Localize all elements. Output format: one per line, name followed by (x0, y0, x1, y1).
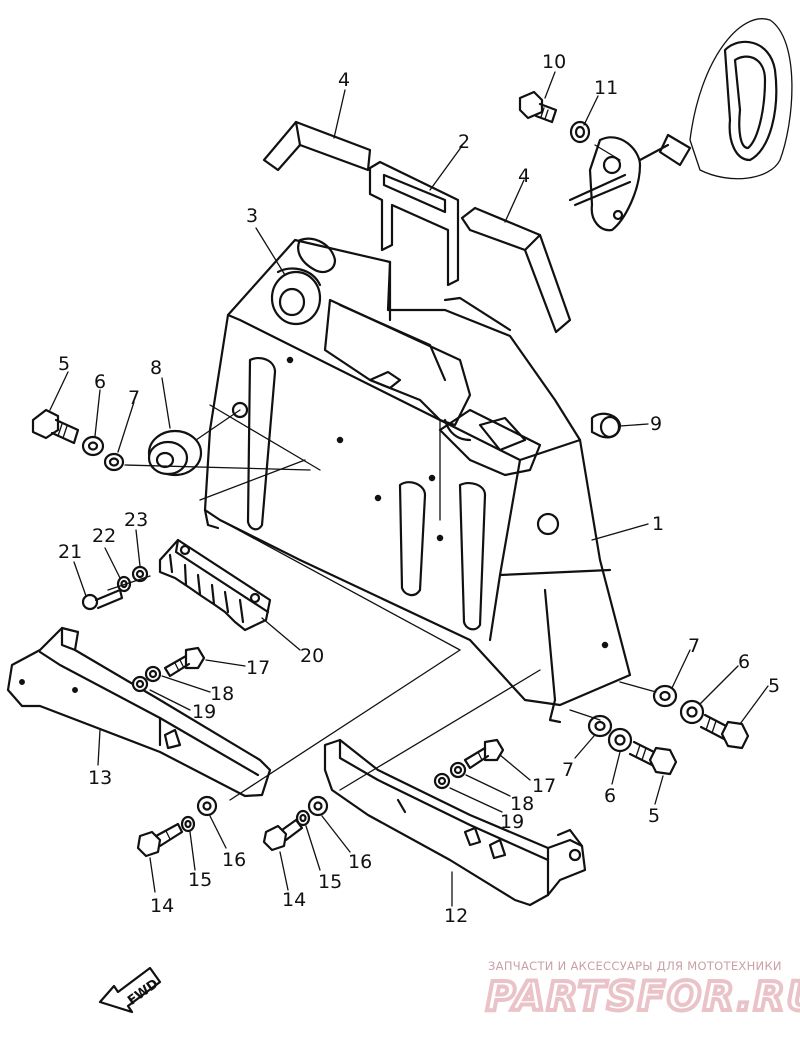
callout-22: 22 (92, 525, 116, 547)
stopper-9 (590, 412, 622, 439)
callout-13: 13 (88, 767, 112, 789)
callout-5-upper-right: 5 (768, 675, 780, 697)
callout-labels: 1 2 3 4 4 5 5 5 6 6 6 7 7 7 8 9 10 11 12… (58, 51, 780, 927)
right-axis-line-lower (569, 709, 601, 721)
callout-19-left: 19 (192, 701, 216, 723)
callout-7-lower-right: 7 (562, 759, 574, 781)
washer-7-left (103, 452, 125, 472)
callout-12: 12 (444, 905, 468, 927)
callout-1: 1 (652, 513, 664, 535)
callout-7-upper-right: 7 (688, 635, 700, 657)
callout-18-left: 18 (210, 683, 234, 705)
washer-16-right (307, 795, 329, 817)
callout-16-left: 16 (222, 849, 246, 871)
watermark-caption: ЗАПЧАСТИ И АКСЕССУАРЫ ДЛЯ МОТОТЕХНИКИ (488, 959, 782, 973)
fwd-arrow: FWD (98, 966, 162, 1014)
callout-5-lower-right: 5 (648, 805, 660, 827)
callout-14-right: 14 (282, 889, 306, 911)
callout-7-left: 7 (128, 387, 140, 409)
callout-17-left: 17 (246, 657, 270, 679)
callout-15-left: 15 (188, 869, 212, 891)
callout-6-left: 6 (94, 371, 106, 393)
washer-16-left (196, 795, 218, 817)
callout-6-lower-right: 6 (604, 785, 616, 807)
bolt-10 (518, 90, 558, 124)
callout-15-right: 15 (318, 871, 342, 893)
callout-18-right: 18 (510, 793, 534, 815)
clamp-rail-12 (323, 738, 587, 907)
washer-15-right (295, 809, 311, 827)
screw-21 (81, 588, 124, 611)
tiller-handle (568, 18, 793, 232)
right-axis-line-upper (619, 681, 657, 693)
washer-6-left (81, 435, 105, 457)
washer-11 (569, 120, 591, 144)
callout-3: 3 (246, 205, 258, 227)
washer-15-left (180, 815, 196, 833)
callout-4-top: 4 (338, 69, 350, 91)
bolt-14-right (262, 818, 304, 852)
callout-19-right: 19 (500, 811, 524, 833)
callout-23: 23 (124, 509, 148, 531)
callout-10: 10 (542, 51, 566, 73)
callout-14-left: 14 (150, 895, 174, 917)
bolt-14-left (136, 822, 184, 858)
callout-9: 9 (650, 413, 662, 435)
callout-20: 20 (300, 645, 324, 667)
washer-19-left (131, 675, 149, 693)
washer-18-left (144, 665, 162, 683)
bracket-plate-2 (368, 160, 460, 287)
callout-11: 11 (594, 77, 618, 99)
bolt-5-lower-right (628, 740, 678, 776)
bracket-20 (158, 538, 272, 632)
washer-7-upper-right (652, 684, 678, 708)
pad-4-right (460, 206, 572, 334)
bolt-17-right (463, 738, 505, 770)
watermark: ЗАПЧАСТИ И АКСЕССУАРЫ ДЛЯ МОТОТЕХНИКИ PA… (484, 959, 800, 1022)
pad-4-top (262, 120, 372, 172)
washer-6-upper-right (679, 699, 705, 725)
assembly-guide-lines (107, 404, 541, 801)
washer-19-right (433, 772, 451, 790)
bolt-5-left (31, 408, 80, 445)
washer-18-right (449, 761, 467, 779)
callout-6-upper-right: 6 (738, 651, 750, 673)
bolt-17-left (163, 646, 206, 678)
callout-21: 21 (58, 541, 82, 563)
callout-16-right: 16 (348, 851, 372, 873)
friction-ring-3 (270, 267, 322, 326)
washer-7-lower-right (587, 714, 613, 738)
clamp-rail-13 (6, 626, 272, 798)
callout-2: 2 (458, 131, 470, 153)
swivel-bracket-1 (203, 237, 632, 724)
callout-17-right: 17 (532, 775, 556, 797)
callout-5-left: 5 (58, 353, 70, 375)
leader-lines (49, 71, 769, 907)
bolt-5-upper-right (699, 713, 750, 750)
callout-8: 8 (150, 357, 162, 379)
callout-4-right: 4 (518, 165, 530, 187)
watermark-logo: PARTSFOR.RU (486, 974, 800, 1020)
washer-6-lower-right (607, 727, 633, 753)
